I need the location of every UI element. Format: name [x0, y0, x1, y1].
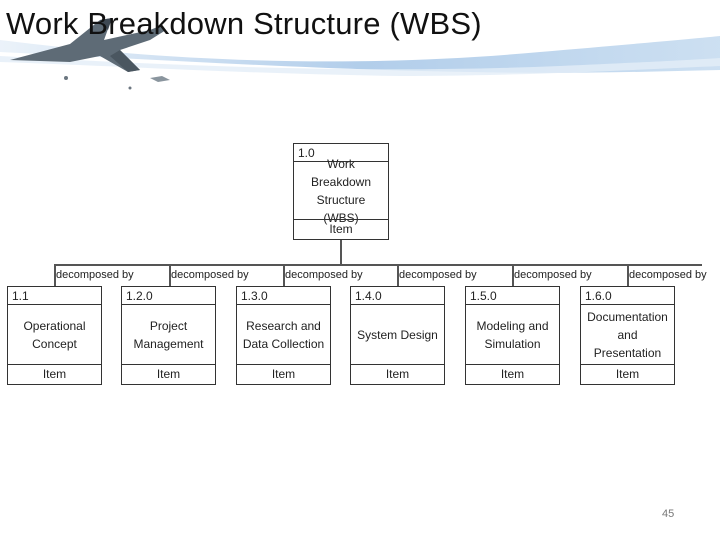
- node-name-line: and Presentation: [593, 327, 662, 360]
- node-id: 1.6.0: [581, 287, 674, 305]
- child-connector: [54, 264, 56, 286]
- node-name-line: Management: [133, 336, 204, 351]
- node-name: Research and Data Collection: [237, 307, 330, 362]
- relation-label: decomposed by: [171, 269, 249, 281]
- wbs-child-node[interactable]: 1.2.0 Project Management Item: [121, 286, 216, 385]
- node-id: 1.2.0: [122, 287, 215, 305]
- node-type: Item: [8, 364, 101, 384]
- node-name-line: Modeling and: [476, 318, 549, 333]
- node-type: Item: [466, 364, 559, 384]
- node-name: Modeling and Simulation: [466, 307, 559, 362]
- wbs-child-node[interactable]: 1.4.0 System Design Item: [350, 286, 445, 385]
- node-type: Item: [581, 364, 674, 384]
- root-connector: [340, 240, 342, 264]
- relation-label: decomposed by: [629, 269, 707, 281]
- node-id: 1.4.0: [351, 287, 444, 305]
- node-type: Item: [237, 364, 330, 384]
- relation-label: decomposed by: [514, 269, 592, 281]
- node-name: Operational Concept: [8, 307, 101, 362]
- relation-label: decomposed by: [399, 269, 477, 281]
- node-id: 1.0: [294, 144, 388, 162]
- node-name-line: System Design: [357, 327, 438, 342]
- node-name-line: Operational: [23, 318, 86, 333]
- node-name-line: Research and: [246, 318, 321, 333]
- node-type: Item: [351, 364, 444, 384]
- child-connector: [627, 264, 629, 286]
- child-connector: [512, 264, 514, 286]
- child-connector: [169, 264, 171, 286]
- node-name-line: Structure (WBS): [316, 192, 366, 225]
- slide-title: Work Breakdown Structure (WBS): [6, 6, 482, 41]
- node-name-line: Work Breakdown: [310, 156, 372, 189]
- node-name-line: Project: [149, 318, 188, 333]
- node-type: Item: [294, 219, 388, 239]
- fighter-jet-icon: [10, 18, 170, 90]
- node-id: 1.5.0: [466, 287, 559, 305]
- node-name-line: Simulation: [484, 336, 541, 351]
- wbs-child-node[interactable]: 1.3.0 Research and Data Collection Item: [236, 286, 331, 385]
- node-type: Item: [122, 364, 215, 384]
- wbs-child-node[interactable]: 1.5.0 Modeling and Simulation Item: [465, 286, 560, 385]
- relation-label: decomposed by: [56, 269, 134, 281]
- node-name-line: Documentation: [587, 309, 668, 324]
- node-id: 1.1: [8, 287, 101, 305]
- wbs-child-node[interactable]: 1.1 Operational Concept Item: [7, 286, 102, 385]
- banner-swoosh: [0, 36, 720, 76]
- node-name-line: Data Collection: [242, 336, 325, 351]
- page-number: 45: [662, 508, 675, 520]
- node-name: Work Breakdown Structure (WBS): [294, 157, 388, 225]
- relation-label: decomposed by: [285, 269, 363, 281]
- header-banner: [0, 0, 720, 100]
- wbs-child-node[interactable]: 1.6.0 Documentation and Presentation Ite…: [580, 286, 675, 385]
- node-name: Project Management: [122, 307, 215, 362]
- node-name: Documentation and Presentation: [581, 307, 674, 362]
- node-id: 1.3.0: [237, 287, 330, 305]
- node-name-line: Concept: [32, 336, 77, 351]
- horizontal-connector: [54, 264, 702, 266]
- wbs-root-node[interactable]: 1.0 Work Breakdown Structure (WBS) Item: [293, 143, 389, 240]
- node-name: System Design: [351, 307, 444, 362]
- child-connector: [397, 264, 399, 286]
- child-connector: [283, 264, 285, 286]
